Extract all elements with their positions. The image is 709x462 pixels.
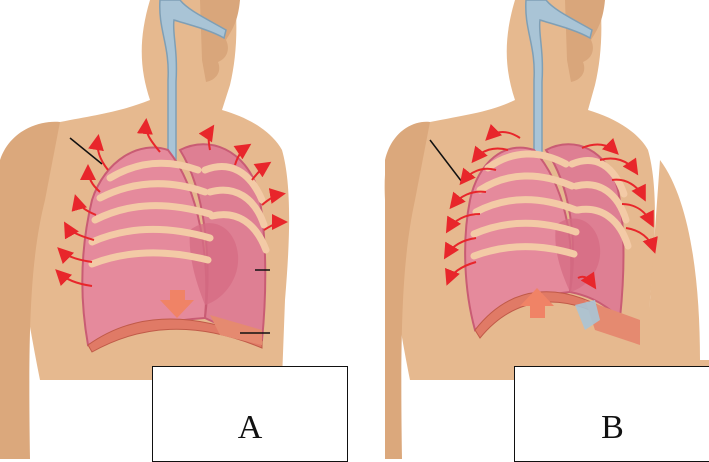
label-box-b: B bbox=[514, 366, 709, 462]
label-a-text: A bbox=[153, 409, 347, 447]
label-b-text: B bbox=[515, 409, 709, 447]
label-box-a: A bbox=[152, 366, 348, 462]
